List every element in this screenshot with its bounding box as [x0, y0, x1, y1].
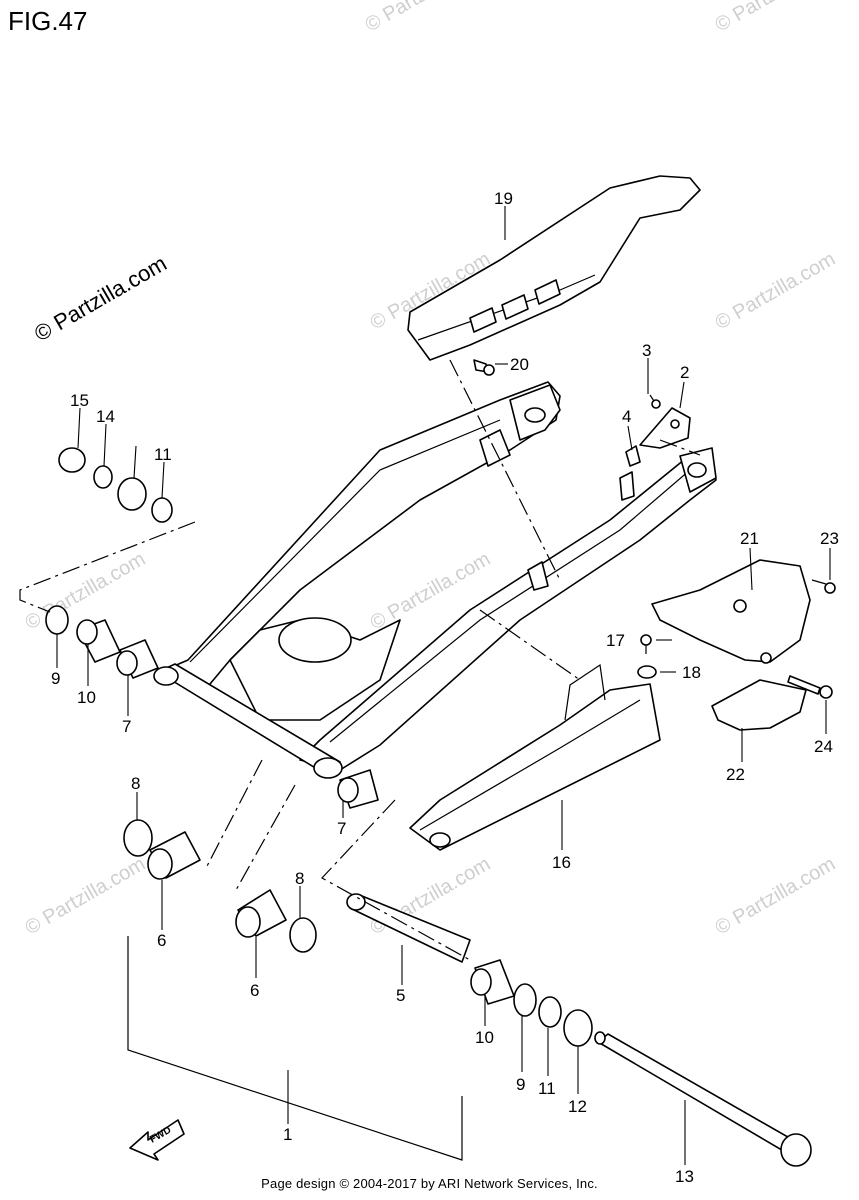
- part-washer-18: [637, 665, 657, 679]
- callout-16: 16: [552, 853, 571, 872]
- callout-17: 17: [606, 631, 625, 650]
- callout-18: 18: [682, 663, 701, 682]
- watermark-main: © Partzilla.com: [30, 251, 171, 347]
- callout-8b: 8: [295, 869, 304, 888]
- part-chain-guard: [407, 175, 701, 361]
- callout-22: 22: [726, 765, 745, 784]
- watermark-faint: © Partzilla.com: [362, 0, 490, 36]
- part-lower-bushings: [123, 769, 379, 953]
- callout-7: 7: [122, 717, 131, 736]
- part-chain-slider: [409, 663, 661, 851]
- callout-21: 21: [740, 529, 759, 548]
- callout-14: 14: [96, 407, 115, 426]
- callout-2: 2: [680, 363, 689, 382]
- callout-8: 8: [131, 774, 140, 793]
- callout-12b: 12: [568, 1097, 587, 1116]
- callout-11b: 11: [538, 1079, 556, 1098]
- callout-20: 20: [510, 355, 529, 374]
- part-bolt-20: [473, 359, 495, 376]
- assembly-lines: [19, 359, 701, 961]
- fwd-arrow-icon: FWD: [129, 1119, 185, 1161]
- callout-19: 19: [494, 189, 513, 208]
- callout-23: 23: [820, 529, 839, 548]
- watermark-faint: © Partzilla.com: [712, 248, 840, 334]
- part-bolt-23: [811, 579, 836, 594]
- assembly-bracket-1: [127, 936, 463, 1161]
- callout-10b: 10: [475, 1028, 494, 1047]
- callout-6b: 6: [250, 981, 259, 1000]
- callout-1: 1: [283, 1125, 292, 1144]
- part-guard-22: [711, 679, 807, 731]
- callout-6: 6: [157, 931, 166, 950]
- part-left-bushings: [45, 605, 159, 679]
- callout-7b: 7: [337, 819, 346, 838]
- part-nut-washer-stack: [58, 447, 173, 523]
- callout-15: 15: [70, 391, 89, 410]
- callout-9: 9: [51, 669, 60, 688]
- callout-11: 11: [154, 445, 172, 464]
- callout-9b: 9: [516, 1075, 525, 1094]
- callout-5: 5: [396, 986, 405, 1005]
- callout-13: 13: [675, 1167, 694, 1186]
- watermark-faint: © Partzilla.com: [22, 853, 150, 939]
- leader-lines: [56, 206, 831, 1165]
- part-bracket-21: [651, 559, 811, 664]
- part-pivot-shaft: [594, 1031, 812, 1167]
- part-bolt-17: [640, 634, 652, 654]
- callout-24: 24: [814, 737, 833, 756]
- part-pivot-sleeve: [346, 893, 593, 1047]
- part-swingarm: [153, 381, 717, 779]
- watermark-faint: © Partzilla.com: [712, 0, 840, 36]
- callout-4: 4: [622, 407, 631, 426]
- callout-3: 3: [642, 341, 651, 360]
- figure-title: FIG.47: [8, 6, 88, 36]
- callout-labels: 19 20 3 2 4 15 14 11 9 10 7 8 6 7 8 6 5 …: [51, 189, 839, 1186]
- part-bolt-24: [787, 675, 833, 699]
- part-small-hardware: [625, 394, 691, 467]
- footer-copyright: Page design © 2004-2017 by ARI Network S…: [261, 1176, 598, 1191]
- callout-10: 10: [77, 688, 96, 707]
- watermark-faint: © Partzilla.com: [712, 853, 840, 939]
